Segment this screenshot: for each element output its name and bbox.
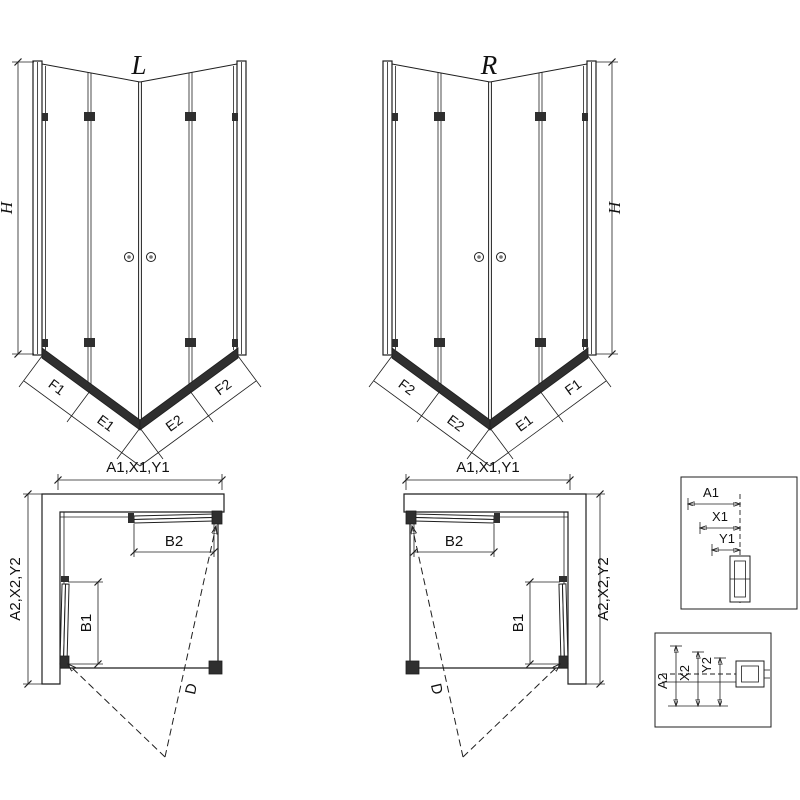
diagonal-dimension-plan-left: D: [68, 526, 216, 758]
floor-rails-left-elevation: [41, 347, 239, 431]
a1-dimension-detail: A1: [688, 485, 740, 510]
profile-section-detail-bottom: [735, 660, 770, 688]
dim-label-f1-right: F1: [562, 376, 585, 399]
door-depth-dimension-plan-right: B1: [510, 578, 560, 668]
glass-panels-left-elevation: [41, 63, 238, 424]
tray-outline-plan-right: [409, 512, 568, 669]
elevation-right-view: R: [368, 50, 624, 467]
dim-label-e2-right: E2: [444, 411, 467, 434]
corner-profile-side-plan-left: [59, 655, 70, 669]
dim-label-door-width-plan-left: B2: [165, 533, 183, 550]
dim-label-e1-right: E1: [512, 411, 535, 434]
profile-section-detail-top: [729, 555, 751, 603]
x1-dimension-detail: X1: [700, 509, 740, 534]
plan-view-right: A1,X1,Y1 A2,X2,Y2 B2 B1: [402, 459, 612, 758]
dim-label-f1-left: F1: [46, 376, 69, 399]
elevation-left-view: L: [0, 50, 262, 467]
door-width-dimension-plan-left: B2: [130, 524, 218, 557]
dim-label-door-depth-plan-right: B1: [510, 614, 527, 632]
door-knobs-right-elevation: [474, 252, 506, 262]
door-hinge-top-plan-left: [128, 513, 134, 523]
wall-profiles-left-elevation: [32, 60, 247, 356]
dim-label-e1-left: E1: [94, 411, 117, 434]
folded-door-side-plan-left: [59, 583, 70, 665]
diagonal-dimension-plan-right: D: [412, 526, 560, 758]
dim-label-a2-detail: A2: [655, 673, 670, 689]
door-width-dimension-plan-right: B2: [410, 524, 498, 557]
dim-label-width-plan-right: A1,X1,Y1: [456, 459, 519, 476]
width-dimension-plan-left: A1,X1,Y1: [54, 459, 226, 490]
detail-box-top: A1 X1 Y1: [680, 476, 798, 610]
door-hinge-top-plan-right: [494, 513, 500, 523]
dim-label-door-depth-plan-left: B1: [78, 614, 95, 632]
x2-dimension-detail: X2: [677, 652, 704, 706]
folded-door-side-plan-right: [558, 583, 569, 665]
dim-label-e2-left: E2: [162, 411, 185, 434]
door-depth-dimension-plan-left: B1: [68, 578, 103, 668]
height-dimension-left-elevation: H: [0, 58, 34, 358]
corner-profile-top-plan-right: [405, 510, 417, 525]
folded-door-top-plan-right: [413, 513, 495, 524]
a2-dimension-detail: A2: [655, 646, 682, 706]
height-dimension-right-elevation: H: [596, 58, 624, 358]
dim-label-depth-plan-left: A2,X2,Y2: [7, 557, 24, 620]
corner-profile-top-plan-left: [211, 510, 223, 525]
dim-label-diagonal-plan-right: D: [427, 682, 446, 697]
dim-label-x1-detail: X1: [712, 509, 728, 524]
dim-label-door-width-plan-right: B2: [445, 533, 463, 550]
bottom-dimensions-right-elevation: F2 E2 E1 F1: [368, 355, 612, 467]
dim-label-y2-detail: Y2: [699, 657, 714, 673]
dim-label-x2-detail: X2: [677, 665, 692, 681]
dim-label-y1-detail: Y1: [719, 531, 735, 546]
dim-label-diagonal-plan-left: D: [182, 682, 201, 697]
dim-label-height-left: H: [0, 200, 16, 215]
floor-rails-right-elevation: [391, 347, 589, 431]
folded-door-top-plan-left: [133, 513, 215, 524]
dim-label-width-plan-left: A1,X1,Y1: [106, 459, 169, 476]
width-dimension-plan-right: A1,X1,Y1: [402, 459, 574, 490]
plan-view-left: A1,X1,Y1 A2,X2,Y2 B2 B1: [7, 459, 226, 758]
hinges-right-elevation: [392, 112, 588, 347]
hinges-left-elevation: [42, 112, 238, 347]
door-hinge-side-plan-left: [61, 576, 69, 582]
wall-profiles-right-elevation: [382, 60, 597, 356]
depth-dimension-plan-right: A2,X2,Y2: [586, 490, 612, 688]
dim-label-depth-plan-right: A2,X2,Y2: [595, 557, 612, 620]
detail-box-bottom: A2 X2 Y2: [654, 632, 772, 728]
y2-dimension-detail: Y2: [699, 657, 726, 706]
bottom-dimensions-left-elevation: F1 E1 E2 F2: [18, 355, 262, 467]
view-label-right: R: [480, 50, 498, 80]
depth-dimension-plan-left: A2,X2,Y2: [7, 490, 42, 688]
tray-outline-plan-left: [60, 512, 219, 669]
dim-label-a1-detail: A1: [703, 485, 719, 500]
door-hinge-side-plan-right: [559, 576, 567, 582]
corner-post-plan-left: [208, 660, 223, 675]
corner-profile-side-plan-right: [558, 655, 569, 669]
y1-dimension-detail: Y1: [712, 531, 740, 556]
dim-label-height-right: H: [605, 200, 624, 215]
view-label-left: L: [130, 50, 146, 80]
dim-label-f2-left: F2: [212, 376, 235, 399]
door-knobs-left-elevation: [124, 252, 156, 262]
corner-post-plan-right: [405, 660, 420, 675]
dim-label-f2-right: F2: [396, 376, 419, 399]
